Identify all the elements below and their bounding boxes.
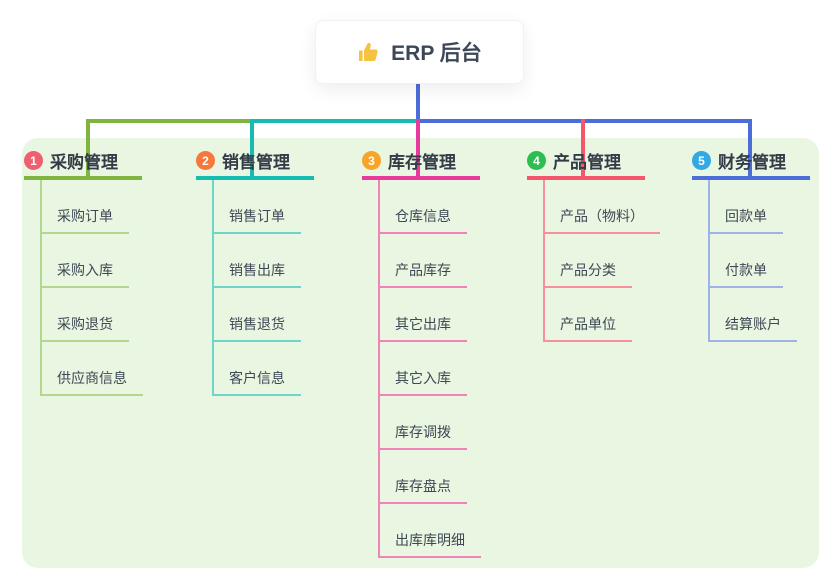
child-row: 回款单 (710, 180, 797, 234)
branch-number-badge: 1 (24, 151, 43, 170)
child-node[interactable]: 销售出库 (214, 260, 301, 288)
child-row: 出库库明细 (380, 504, 481, 558)
child-node[interactable]: 客户信息 (214, 368, 301, 396)
branch-number-badge: 4 (527, 151, 546, 170)
branch-children: 销售订单销售出库销售退货客户信息 (212, 180, 301, 396)
child-node[interactable]: 销售退货 (214, 314, 301, 342)
child-node[interactable]: 其它入库 (380, 368, 467, 396)
branch-drop-line-4 (581, 119, 585, 179)
child-node[interactable]: 产品（物料） (545, 206, 660, 234)
child-node[interactable]: 库存盘点 (380, 476, 467, 504)
branch-drop-line-1 (86, 119, 90, 179)
child-row: 仓库信息 (380, 180, 481, 234)
branch-node-4[interactable]: 4 产品管理 (527, 150, 645, 180)
child-node[interactable]: 回款单 (710, 206, 783, 234)
branch-children: 仓库信息产品库存其它出库其它入库库存调拨库存盘点出库库明细 (378, 180, 481, 558)
child-node[interactable]: 仓库信息 (380, 206, 467, 234)
child-row: 采购退货 (42, 288, 143, 342)
branch-drop-line-5 (748, 119, 752, 179)
child-node[interactable]: 库存调拨 (380, 422, 467, 450)
child-row: 库存调拨 (380, 396, 481, 450)
child-node[interactable]: 销售订单 (214, 206, 301, 234)
branch-node-1[interactable]: 1 采购管理 (24, 150, 142, 180)
child-node[interactable]: 采购退货 (42, 314, 129, 342)
branch-number-badge: 5 (692, 151, 711, 170)
child-row: 销售出库 (214, 234, 301, 288)
branch-drop-line-2 (250, 119, 254, 179)
branch-column-4: 4 产品管理产品（物料） 产品分类产品单位 (527, 150, 660, 342)
child-row: 客户信息 (214, 342, 301, 396)
branch-label: 库存管理 (388, 153, 456, 172)
bus-segment-2 (250, 119, 420, 123)
child-row: 产品单位 (545, 288, 660, 342)
branches-panel (22, 138, 819, 568)
child-node[interactable]: 其它出库 (380, 314, 467, 342)
child-row: 库存盘点 (380, 450, 481, 504)
thumbs-up-icon (357, 40, 381, 64)
child-node[interactable]: 付款单 (710, 260, 783, 288)
branch-label: 销售管理 (222, 153, 290, 172)
branch-children: 回款单付款单结算账户 (708, 180, 797, 342)
child-row: 产品分类 (545, 234, 660, 288)
child-row: 产品库存 (380, 234, 481, 288)
child-row: 销售退货 (214, 288, 301, 342)
child-node[interactable]: 供应商信息 (42, 368, 143, 396)
child-row: 其它入库 (380, 342, 481, 396)
child-row: 采购订单 (42, 180, 143, 234)
child-node[interactable]: 结算账户 (710, 314, 797, 342)
branch-node-2[interactable]: 2 销售管理 (196, 150, 314, 180)
branch-children: 采购订单采购入库采购退货供应商信息 (40, 180, 143, 396)
child-node[interactable]: 采购订单 (42, 206, 129, 234)
root-node[interactable]: ERP 后台 (315, 20, 524, 84)
branch-label: 产品管理 (553, 153, 621, 172)
child-row: 供应商信息 (42, 342, 143, 396)
child-row: 产品（物料） (545, 180, 660, 234)
branch-column-1: 1 采购管理采购订单采购入库采购退货供应商信息 (24, 150, 143, 396)
branch-column-3: 3 库存管理仓库信息产品库存其它出库其它入库库存调拨库存盘点出库库明细 (362, 150, 481, 558)
branch-number-badge: 3 (362, 151, 381, 170)
root-label: ERP 后台 (391, 42, 482, 65)
child-node[interactable]: 产品分类 (545, 260, 632, 288)
child-node[interactable]: 采购入库 (42, 260, 129, 288)
branch-drop-line-3 (416, 119, 420, 179)
branch-column-2: 2 销售管理销售订单销售出库销售退货客户信息 (196, 150, 314, 396)
branch-node-5[interactable]: 5 财务管理 (692, 150, 810, 180)
child-row: 销售订单 (214, 180, 301, 234)
branch-node-3[interactable]: 3 库存管理 (362, 150, 480, 180)
child-row: 采购入库 (42, 234, 143, 288)
root-connector-line (416, 82, 420, 123)
child-node[interactable]: 产品单位 (545, 314, 632, 342)
branch-number-badge: 2 (196, 151, 215, 170)
child-node[interactable]: 出库库明细 (380, 530, 481, 558)
branch-column-5: 5 财务管理回款单付款单结算账户 (692, 150, 810, 342)
child-row: 结算账户 (710, 288, 797, 342)
child-row: 其它出库 (380, 288, 481, 342)
branch-children: 产品（物料） 产品分类产品单位 (543, 180, 660, 342)
child-row: 付款单 (710, 234, 797, 288)
bus-segment-1 (86, 119, 254, 123)
branch-label: 采购管理 (50, 153, 118, 172)
child-node[interactable]: 产品库存 (380, 260, 467, 288)
branch-label: 财务管理 (718, 153, 786, 172)
